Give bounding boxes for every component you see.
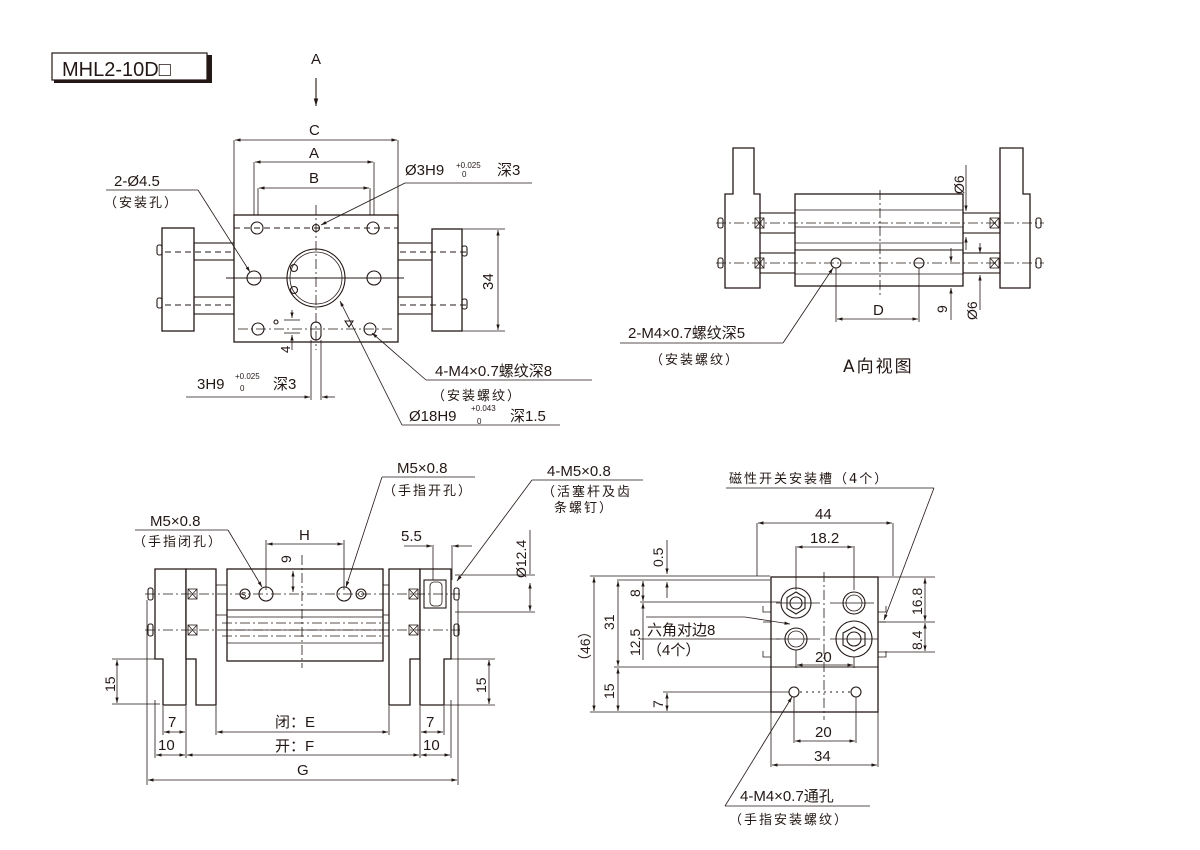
dim-label-31: 31 <box>601 614 617 630</box>
mount-hole-spec: 2-Ø4.5 <box>114 173 160 190</box>
a-view-thread-spec: 2-M4×0.7螺纹深5 <box>628 325 745 342</box>
left-finger-outer <box>154 568 187 706</box>
a-view-title: A向视图 <box>843 357 914 377</box>
a-view: D Ø6 Ø6 9 2-M4×0.7螺纹深5 （安装螺纹） A向视图 <box>620 147 1044 377</box>
thread-hole-spec: 4-M4×0.7螺纹深8 <box>435 363 552 380</box>
right-finger-outer <box>419 568 452 706</box>
left-finger <box>724 147 761 289</box>
rod-screw-note-2: 条螺钉） <box>554 500 614 516</box>
center-bore-spec: Ø18H9 <box>409 408 457 425</box>
pin-slot-spec: 3H9 <box>197 376 225 393</box>
dim-label-8-4: 8.4 <box>909 630 925 650</box>
right-finger-inner <box>388 568 421 706</box>
dim-label-9: 9 <box>934 305 950 313</box>
body-front <box>226 568 384 662</box>
dim-label-9: 9 <box>278 555 294 563</box>
dim-label-46: （46） <box>577 624 593 668</box>
pin-slot-depth: 深3 <box>273 376 296 393</box>
port-mark-s-label: S <box>241 591 246 600</box>
model-title-box: MHL2-10D□ <box>51 52 212 83</box>
pin-hole-tol-lower: 0 <box>462 170 467 179</box>
view-arrow-label: A <box>311 51 321 68</box>
rod-screw-note-1: （活塞杆及齿 <box>542 484 632 500</box>
center-bore-tol-upper: +0.043 <box>471 404 496 413</box>
switch-slot-label: 磁性开关安装槽（4个） <box>729 472 889 487</box>
center-bore <box>286 248 346 308</box>
pin-slot-tol-lower: 0 <box>240 384 245 393</box>
dim-label-phi6-bottom: Ø6 <box>964 301 980 320</box>
dim-label-7: 7 <box>650 700 666 708</box>
pin-slot-tol-upper: +0.025 <box>235 372 260 381</box>
dim-label-16-8: 16.8 <box>909 588 925 615</box>
front-view: S H 9 5.5 <box>102 460 643 785</box>
open-port-spec: M5×0.8 <box>397 460 447 477</box>
dim-label-G: G <box>297 762 309 779</box>
hex-nut <box>423 579 447 609</box>
pin-slot <box>310 321 322 341</box>
pin-hole-tol-upper: +0.025 <box>456 161 481 170</box>
mount-hole <box>366 221 380 235</box>
close-port-spec: M5×0.8 <box>150 513 200 530</box>
dim-label-C: C <box>309 122 320 139</box>
dim-label-8: 8 <box>627 589 643 597</box>
dim-label-phi6-top: Ø6 <box>951 175 967 194</box>
left-finger <box>161 227 195 332</box>
hex-note: （4个） <box>647 642 700 659</box>
dim-label-E: 闭：E <box>275 714 315 731</box>
dim-label-F: 开：F <box>275 738 314 755</box>
dim-label-20-lower: 20 <box>815 724 832 741</box>
dim-label-7-right: 7 <box>426 714 434 731</box>
dim-label-44: 44 <box>815 506 832 523</box>
dim-label-34: 34 <box>480 273 497 290</box>
dim-label-0-5: 0.5 <box>650 547 666 567</box>
dim-label-4: 4 <box>278 346 293 353</box>
dim-label-15: 15 <box>601 683 617 699</box>
right-finger <box>431 228 463 332</box>
dim-label-5-5: 5.5 <box>401 528 422 545</box>
a-view-thread-note: （安装螺纹） <box>650 353 740 368</box>
dim-label-15-right: 15 <box>473 677 489 693</box>
dim-label-phi12-4: Ø12.4 <box>513 540 529 578</box>
body-a-view <box>794 193 964 287</box>
dim-label-7-left: 7 <box>168 714 176 731</box>
right-finger <box>999 147 1031 289</box>
model-title: MHL2-10D□ <box>62 59 171 81</box>
dim-label-12-5: 12.5 <box>627 629 643 656</box>
dim-label-10-right: 10 <box>423 737 440 754</box>
port-mark-o <box>355 588 367 600</box>
port-mark-s <box>239 588 251 600</box>
top-view: A C A B <box>104 51 592 426</box>
rod-screw-spec: 4-M5×0.8 <box>547 463 611 480</box>
center-bore-tol-lower: 0 <box>477 417 482 426</box>
pin-hole-depth: 深3 <box>497 162 520 179</box>
open-port-note: （手指开孔） <box>383 484 473 499</box>
close-port-note: （手指闭孔） <box>133 535 223 550</box>
dim-label-20-upper: 20 <box>815 649 832 666</box>
pin-hole-spec: Ø3H9 <box>405 162 444 179</box>
dim-label-D: D <box>873 302 884 319</box>
mount-hole-note: （安装孔） <box>104 196 179 211</box>
thread-hole <box>251 322 265 336</box>
dim-label-10-left: 10 <box>158 737 175 754</box>
dim-label-15-left: 15 <box>102 676 118 692</box>
dim-label-34: 34 <box>814 748 831 765</box>
finger-hole-spec: 4-M4×0.7通孔 <box>740 788 834 805</box>
dim-label-18-2: 18.2 <box>810 530 839 547</box>
dim-label-H: H <box>299 527 310 544</box>
side-view: 44 18.2 20 20 34 0.5 8 12.5 <box>577 472 935 828</box>
mount-hole <box>246 270 262 286</box>
center-bore-depth: 深1.5 <box>510 408 546 425</box>
left-finger-inner <box>185 568 217 706</box>
finger-hole-note: （手指安装螺纹） <box>729 813 849 828</box>
mount-hole <box>366 270 382 286</box>
thread-hole-note: （安装螺纹） <box>432 389 522 404</box>
dim-label-A: A <box>309 145 319 162</box>
dim-label-B: B <box>309 170 319 187</box>
thread-hole <box>363 322 377 336</box>
pin-hole <box>311 223 321 233</box>
hex-spec: 六角对边8 <box>647 622 715 639</box>
mount-hole <box>250 221 264 235</box>
